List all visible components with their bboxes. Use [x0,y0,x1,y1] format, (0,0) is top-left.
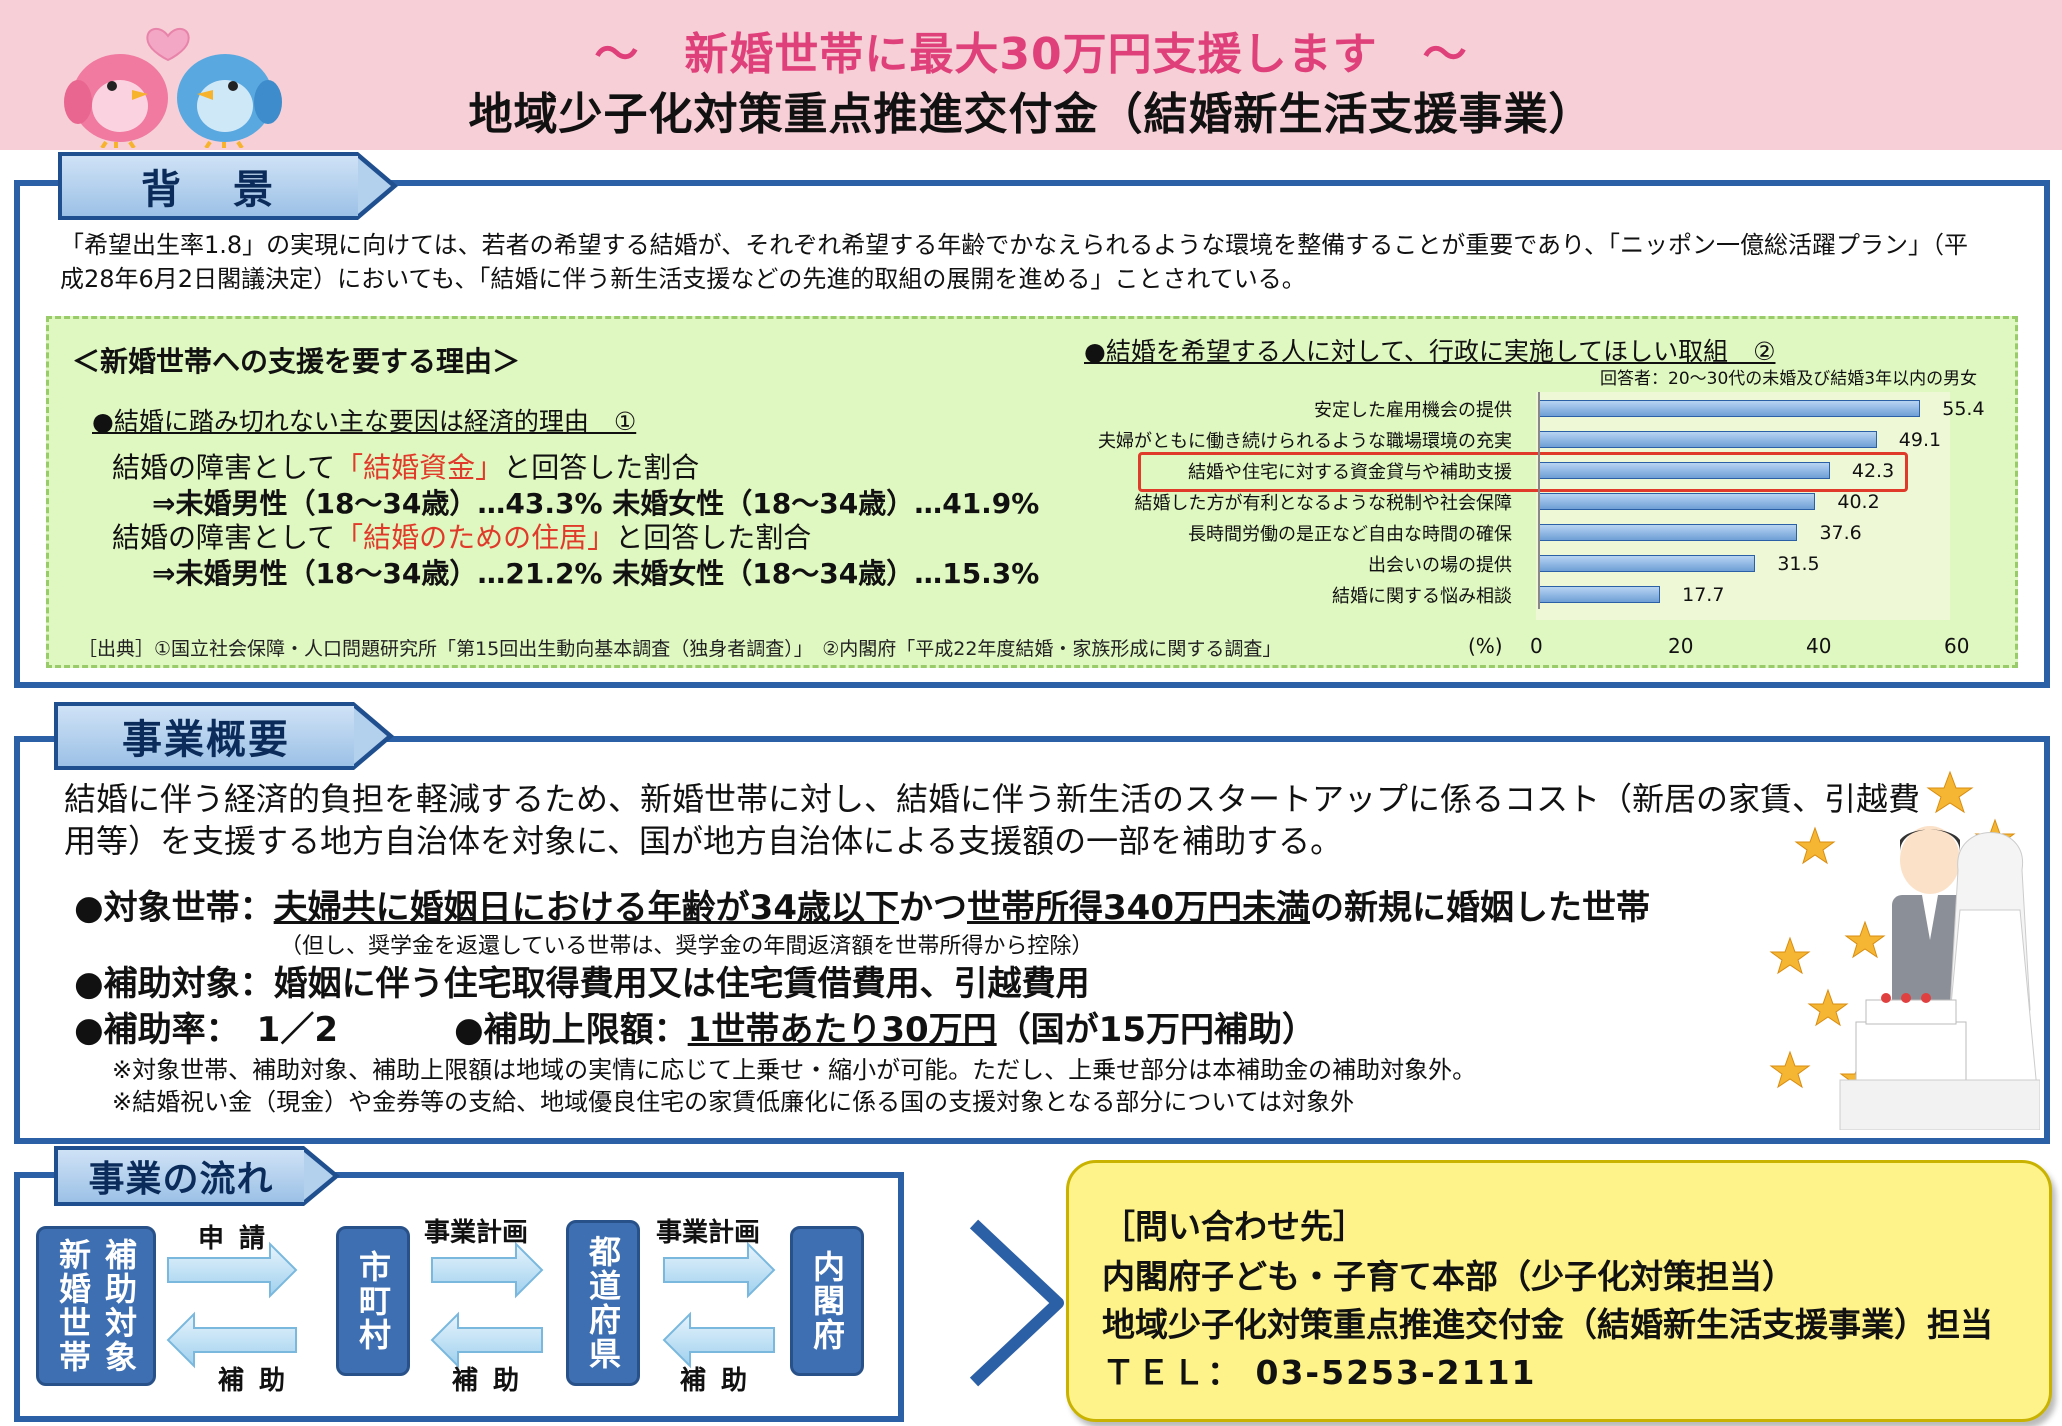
flow-box-prefecture: 都道府県 [566,1220,640,1386]
chart-subtitle: 回答者：20～30代の未婚及び結婚3年以内の男女 [1600,369,1978,389]
chart-title: ●結婚を希望する人に対して、行政に実施してほしい取組 ② [1084,337,1776,366]
background-paragraph: 「希望出生率1.8」の実現に向けては、若者の希望する結婚が、それぞれ希望する年齢… [60,231,1969,293]
flow-label-plan-2: 事業計画 [656,1218,761,1248]
subsidy-limit: ●補助上限額：1世帯あたり30万円（国が15万円補助） [454,1010,1316,1050]
flow-box-cabinet-office: 内閣府 [790,1226,864,1376]
contact-box [1066,1160,2052,1422]
flow-box-municipality: 市町村 [336,1226,410,1376]
reason-result-1: ⇒未婚男性（18～34歳）…43.3% 未婚女性（18～34歳）…41.9% [152,487,1040,520]
overview-tab-label: 事業概要 [54,702,354,770]
source-note: ［出典］①国立社会保障・人口問題研究所「第15回出生動向基本調査（独身者調査）」… [78,638,1282,660]
subsidy-rate: ●補助率： 1／2 [74,1010,338,1050]
reason-red-1: 「結婚資金」 [335,451,504,484]
flow-box-newlywed: 新婚世帯 補助対象 [36,1226,156,1386]
reason-line-1: 結婚の障害として「結婚資金」と回答した割合 [112,451,700,484]
chart-area [1536,392,1950,620]
flow-label-subsidy-2: 補 助 [452,1366,523,1396]
big-arrow-icon [966,1218,1066,1392]
overview-note-1: ※対象世帯、補助対象、補助上限額は地域の実情に応じて上乗せ・縮小が可能。ただし、… [112,1056,1477,1084]
page-subtitle: 地域少子化対策重点推進交付金（結婚新生活支援事業） [468,89,1594,140]
contact-heading: ［問い合わせ先］ [1102,1207,1366,1246]
reasons-heading: ＜新婚世帯への支援を要する理由＞ [72,345,521,378]
overview-note-2: ※結婚祝い金（現金）や金券等の支給、地域優良住宅の家賃低廉化に係る国の支援対象と… [112,1088,1355,1116]
background-tab-label: 背 景 [58,152,358,220]
flow-tab: 事業の流れ [54,1146,340,1206]
target-households: ●対象世帯：夫婦共に婚姻日における年齢が34歳以下かつ世帯所得340万円未満の新… [74,888,1650,928]
subsidy-target: ●補助対象：婚姻に伴う住宅取得費用又は住宅賃借費用、引越費用 [74,964,1090,1004]
target-note: （但し、奨学金を返還している世帯は、奨学金の年間返済額を世帯所得から控除） [280,934,1094,959]
contact-line-2: 地域少子化対策重点推進交付金（結婚新生活支援事業）担当 [1102,1305,1993,1344]
flow-label-plan-1: 事業計画 [424,1218,529,1248]
chart-unit-label: (%) [1468,634,1503,658]
reasons-point-1: ●結婚に踏み切れない主な要因は経済的理由 ① [92,407,637,436]
flow-box-newlywed-label: 新婚世帯 [54,1238,92,1374]
contact-tel: ＴＥＬ： 03-5253-2111 [1102,1353,1537,1392]
love-birds-illustration [50,18,290,150]
wedding-couple-illustration [1660,760,2041,1131]
flow-tab-label: 事業の流れ [54,1146,304,1206]
overview-section [14,736,2050,1144]
overview-tab: 事業概要 [54,702,394,770]
reason-line-2: 結婚の障害として「結婚のための住居」と回答した割合 [112,521,812,554]
contact-line-1: 内閣府子ども・子育て本部（少子化対策担当） [1102,1257,1795,1296]
flow-label-subsidy-1: 補 助 [218,1366,289,1396]
header-banner [0,0,2062,150]
page-title: ～ 新婚世帯に最大30万円支援します ～ [594,29,1468,80]
reason-red-2: 「結婚のための住居」 [335,521,616,554]
overview-intro: 結婚に伴う経済的負担を軽減するため、新婚世帯に対し、結婚に伴う新生活のスタートア… [64,780,1921,860]
flow-box-target-label: 補助対象 [100,1238,138,1374]
flow-section [14,1172,904,1422]
flow-label-apply: 申 請 [198,1224,269,1254]
flow-label-subsidy-3: 補 助 [680,1366,751,1396]
background-tab: 背 景 [58,152,398,220]
reason-result-2: ⇒未婚男性（18～34歳）…21.2% 未婚女性（18～34歳）…15.3% [152,557,1040,590]
